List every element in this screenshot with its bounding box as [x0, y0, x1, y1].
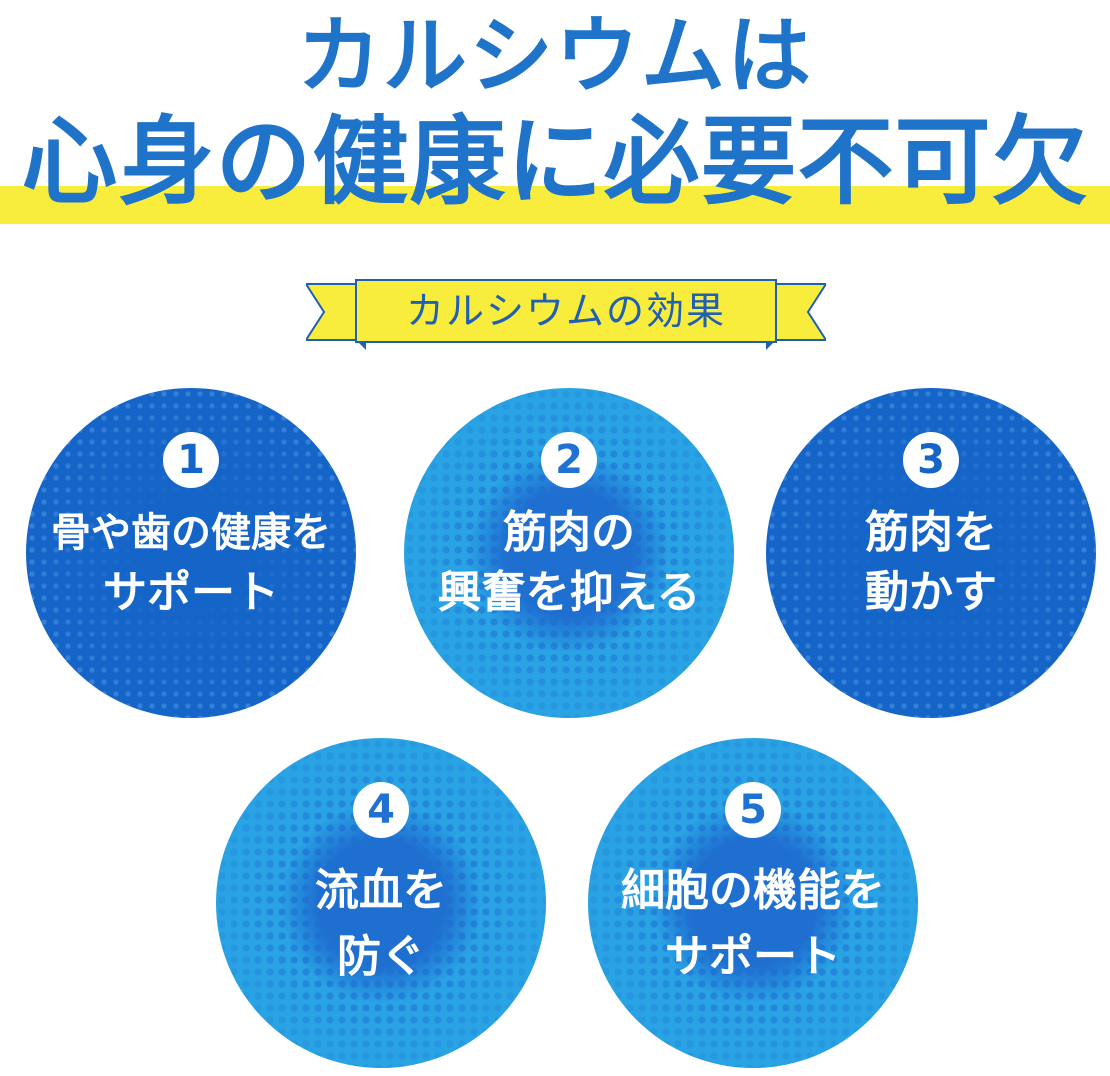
effects-ribbon-banner: カルシウムの効果: [306, 278, 826, 352]
effect-number-badge-4: 4: [353, 782, 409, 838]
effect-circle-1: 1 骨や歯の健康を サポート: [26, 388, 356, 718]
effect-circle-5: 5 細胞の機能を サポート: [588, 738, 918, 1068]
effect-circle-4: 4 流血を 防ぐ: [216, 738, 546, 1068]
effect-3-line-1: 筋肉を: [865, 507, 997, 558]
effect-circle-3: 3 筋肉を 動かす: [766, 388, 1096, 718]
effect-2-line-1: 筋肉の: [503, 507, 635, 558]
effect-1-line-1: 骨や歯の健康を: [51, 510, 331, 556]
ribbon-shape-icon: [306, 279, 826, 350]
headline-highlight-bar: [0, 186, 1110, 224]
effect-5-line-1: 細胞の機能を: [621, 865, 885, 916]
effect-number-badge-5: 5: [725, 782, 781, 838]
headline-line-1: カルシウムは: [296, 7, 813, 105]
effect-number-badge-1: 1: [163, 432, 219, 488]
effect-4-line-2: 防ぐ: [337, 931, 425, 982]
effect-5-line-2: サポート: [665, 931, 841, 982]
effect-number-badge-3: 3: [903, 432, 959, 488]
effect-number-badge-2: 2: [541, 432, 597, 488]
effect-circle-2: 2 筋肉の 興奮を抑える: [404, 388, 734, 718]
effect-3-line-2: 動かす: [865, 567, 997, 618]
effect-2-line-2: 興奮を抑える: [437, 567, 701, 618]
effect-1-line-2: サポート: [103, 567, 279, 618]
effect-4-line-1: 流血を: [315, 865, 447, 916]
headline-line-2: 心身の健康に必要不可欠: [21, 106, 1089, 218]
ribbon-label: カルシウムの効果: [405, 289, 726, 333]
